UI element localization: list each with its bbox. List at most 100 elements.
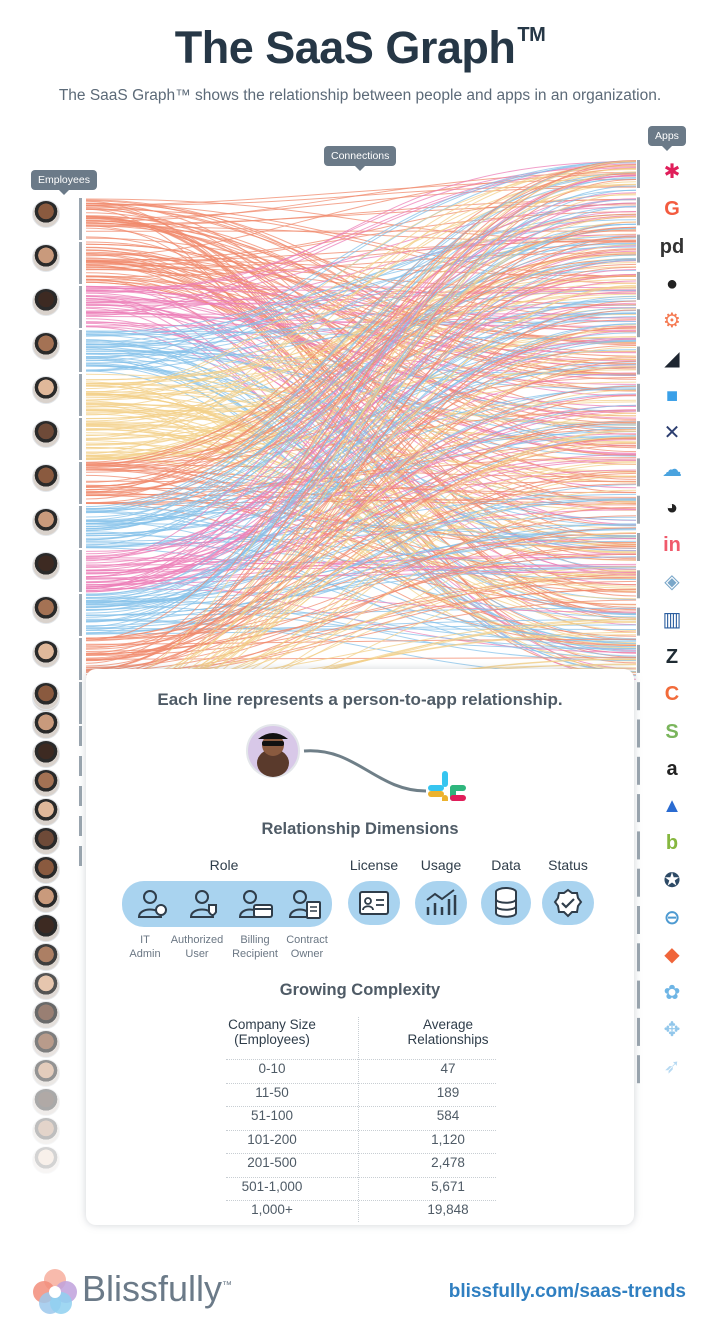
swirl-icon[interactable]: ✿	[663, 981, 681, 1004]
employee-bar	[79, 846, 82, 866]
status-label: Status	[548, 857, 588, 873]
page-subtitle: The SaaS Graph™ shows the relationship b…	[58, 87, 662, 104]
connection-line	[85, 580, 637, 655]
connection-line	[85, 531, 637, 641]
employee-avatar[interactable]	[32, 798, 60, 826]
app-bar	[637, 346, 640, 375]
employee-avatar[interactable]	[32, 332, 60, 360]
employee-avatar[interactable]	[32, 1088, 60, 1116]
employee-avatar[interactable]	[32, 740, 60, 768]
table-cell-company-size: 101-200	[247, 1131, 297, 1147]
employee-avatar[interactable]	[32, 200, 60, 228]
employee-bar	[79, 506, 82, 548]
pagerduty-icon[interactable]: pd	[659, 235, 685, 258]
employee-avatar[interactable]	[32, 885, 60, 913]
connection-line	[85, 457, 637, 490]
intercom-icon[interactable]: ▥	[662, 608, 682, 631]
bamboo-icon[interactable]: b	[665, 832, 679, 855]
connection-line	[85, 300, 637, 489]
employee-avatar[interactable]	[32, 464, 60, 492]
employee-avatar[interactable]	[32, 376, 60, 404]
connection-line	[85, 167, 637, 317]
connection-line	[85, 331, 637, 570]
jira-like-icon[interactable]: ✕	[663, 422, 681, 445]
zendesk-icon[interactable]: Z	[665, 645, 679, 668]
employee-avatar[interactable]	[32, 682, 60, 710]
employee-avatar[interactable]	[32, 640, 60, 668]
salesforce-icon[interactable]: ☁	[662, 459, 682, 482]
connection-line	[85, 208, 637, 560]
mailchimp-icon[interactable]: ◕	[665, 496, 679, 519]
connection-line	[85, 618, 637, 650]
connection-line	[85, 364, 637, 521]
employee-avatar[interactable]	[32, 943, 60, 971]
employee-avatar[interactable]	[32, 420, 60, 448]
stack-icon[interactable]: ◆	[664, 944, 680, 967]
employee-avatar[interactable]	[32, 769, 60, 797]
employee-avatar[interactable]	[32, 1146, 60, 1174]
employee-avatar[interactable]	[32, 1117, 60, 1145]
table-cell-relationships: 5,671	[431, 1178, 465, 1194]
connection-line	[85, 336, 637, 420]
data-label: Data	[491, 857, 521, 873]
invision-icon[interactable]: in	[663, 534, 681, 556]
employee-avatar[interactable]	[32, 972, 60, 1000]
employee-avatar[interactable]	[32, 711, 60, 739]
connection-line	[85, 178, 637, 206]
employee-avatar[interactable]	[32, 1030, 60, 1058]
connection-line	[85, 160, 637, 641]
hands-icon[interactable]: ✥	[663, 1018, 681, 1041]
connection-line	[85, 266, 637, 661]
slack-icon[interactable]: ✱	[663, 161, 681, 183]
pipefy-icon[interactable]: ■	[665, 384, 679, 407]
connection-line	[85, 405, 637, 564]
connection-line	[85, 467, 637, 611]
employee-avatar[interactable]	[32, 288, 60, 316]
employee-avatar[interactable]	[32, 914, 60, 942]
license-label: License	[349, 857, 399, 873]
connection-line	[85, 334, 637, 600]
app-bar	[637, 719, 640, 748]
amazon-icon[interactable]: a	[666, 757, 678, 780]
employee-avatar[interactable]	[32, 596, 60, 624]
hubspot-icon[interactable]: ⚙	[663, 310, 681, 333]
connection-line	[85, 257, 637, 596]
feather-icon[interactable]: ➶	[663, 1056, 681, 1079]
connection-line	[85, 483, 637, 642]
atlassian-icon[interactable]: ▲	[662, 795, 682, 818]
connection-line	[85, 408, 637, 473]
connection-line	[85, 304, 637, 471]
github-icon[interactable]: ●	[665, 272, 679, 295]
connection-line	[85, 215, 637, 578]
employee-avatar[interactable]	[32, 856, 60, 884]
table-cell-company-size: 0-10	[258, 1061, 286, 1076]
employee-avatar[interactable]	[32, 508, 60, 536]
shopify-icon[interactable]: S	[665, 720, 679, 743]
connection-line	[85, 260, 637, 610]
footer-url-link[interactable]: blissfully.com/saas-trends	[448, 1281, 686, 1302]
badge-icon[interactable]: ✪	[663, 869, 681, 892]
connection-line	[85, 442, 637, 529]
employee-avatar[interactable]	[32, 244, 60, 272]
layers-icon[interactable]: ◈	[664, 571, 680, 594]
employee-avatar[interactable]	[32, 1059, 60, 1087]
connections-tag: Connections	[324, 146, 397, 171]
connection-line	[85, 624, 637, 635]
employee-avatar[interactable]	[32, 1001, 60, 1029]
connection-line	[85, 164, 637, 439]
employee-avatar[interactable]	[32, 552, 60, 580]
connection-line	[85, 360, 637, 656]
sumo-icon[interactable]: ⊖	[663, 907, 681, 929]
employee-bar	[79, 726, 82, 746]
footer-brand: Blissfully™	[82, 1268, 233, 1309]
connection-line	[85, 227, 637, 531]
connection-line	[85, 275, 637, 397]
gong-icon[interactable]: ◢	[664, 347, 680, 370]
grammarly-icon[interactable]: G	[664, 198, 680, 221]
connection-line	[85, 298, 637, 529]
connection-line	[85, 536, 637, 627]
employee-avatar[interactable]	[32, 827, 60, 855]
c-logo-icon[interactable]: C	[664, 683, 680, 706]
employee-bar	[79, 816, 82, 836]
